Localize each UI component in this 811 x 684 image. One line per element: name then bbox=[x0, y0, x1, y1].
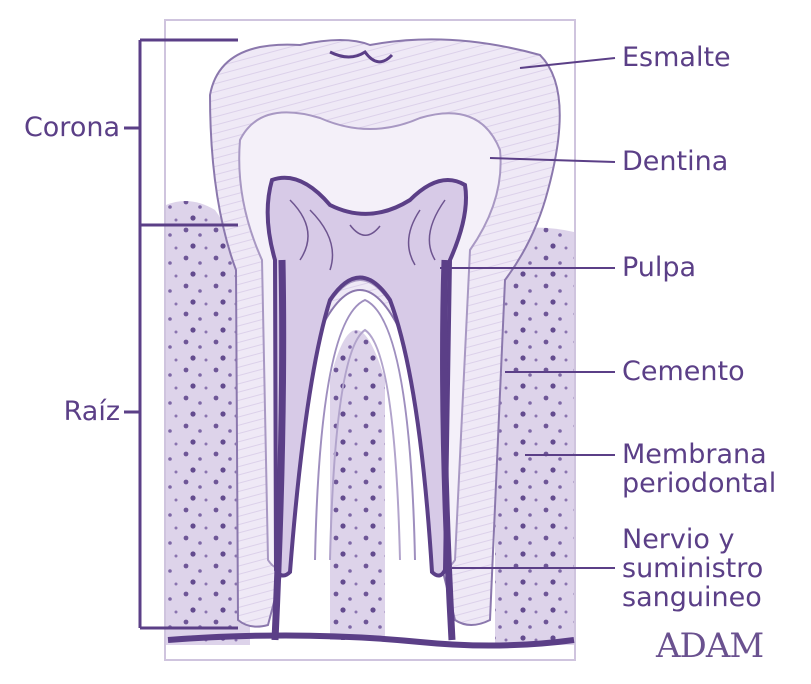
label-dentina: Dentina bbox=[622, 147, 728, 176]
label-suministro: suministro bbox=[622, 554, 763, 583]
label-corona: Corona bbox=[12, 113, 120, 142]
label-cemento: Cemento bbox=[622, 357, 745, 386]
label-raiz: Raíz bbox=[12, 397, 120, 426]
label-nervio: Nervio y bbox=[622, 525, 734, 554]
alveolar-bone-right bbox=[495, 228, 574, 645]
label-pulpa: Pulpa bbox=[622, 253, 696, 282]
label-membrana: Membrana bbox=[622, 440, 767, 469]
label-sanguineo: sanguineo bbox=[622, 583, 762, 612]
label-esmalte: Esmalte bbox=[622, 43, 731, 72]
alveolar-bone-center bbox=[330, 330, 385, 640]
adam-logo: ADAM bbox=[656, 626, 763, 666]
label-periodontal: periodontal bbox=[622, 469, 776, 498]
